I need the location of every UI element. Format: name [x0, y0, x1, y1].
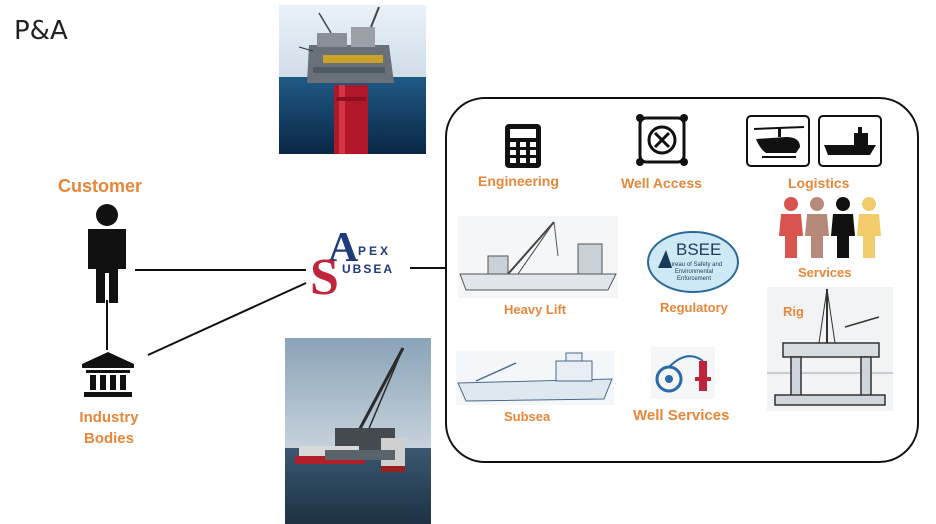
apex-letter-s: S [310, 249, 339, 306]
bsee-subtext: Bureau of Safety and Environmental Enfor… [665, 262, 723, 282]
engineering-label: Engineering [478, 173, 559, 189]
industry-label-line2: Bodies [83, 430, 134, 447]
apex-subsea-logo: A PEX S UBSEA [304, 225, 414, 306]
helicopter-icon [746, 115, 810, 167]
apex-line2: UBSEA [342, 262, 395, 276]
rig-label: Rig [783, 304, 804, 319]
ship-icon [818, 115, 882, 167]
regulatory-label: Regulatory [660, 300, 728, 315]
rig-image [767, 287, 893, 411]
industry-label-line1: Industry [79, 409, 139, 426]
customer-label: Customer [58, 176, 143, 196]
services-label: Services [798, 265, 852, 280]
platform-image [279, 5, 426, 154]
subsea-label: Subsea [504, 409, 551, 424]
calculator-icon [505, 124, 541, 168]
services-container [445, 97, 919, 463]
people-icon [778, 196, 882, 258]
apex-line1: PEX [358, 244, 392, 258]
well-access-label: Well Access [621, 175, 702, 191]
industry-label: Industry Bodies [64, 407, 154, 449]
vessel-photo [285, 338, 431, 524]
logistics-label: Logistics [788, 175, 850, 191]
well-services-image [651, 347, 715, 399]
well-services-label: Well Services [633, 407, 730, 424]
heavy-lift-image [458, 216, 618, 298]
heavy-lift-label: Heavy Lift [504, 302, 567, 317]
subsea-vessel-image [456, 351, 614, 405]
page-title: P&A [14, 16, 68, 46]
bsee-logo: BSEE Bureau of Safety and Environmental … [646, 230, 740, 294]
well-access-icon [636, 114, 688, 166]
apex-letter-a: A [328, 225, 359, 271]
institution-icon [82, 352, 134, 398]
bsee-name: BSEE [676, 240, 722, 259]
person-icon [84, 203, 130, 303]
